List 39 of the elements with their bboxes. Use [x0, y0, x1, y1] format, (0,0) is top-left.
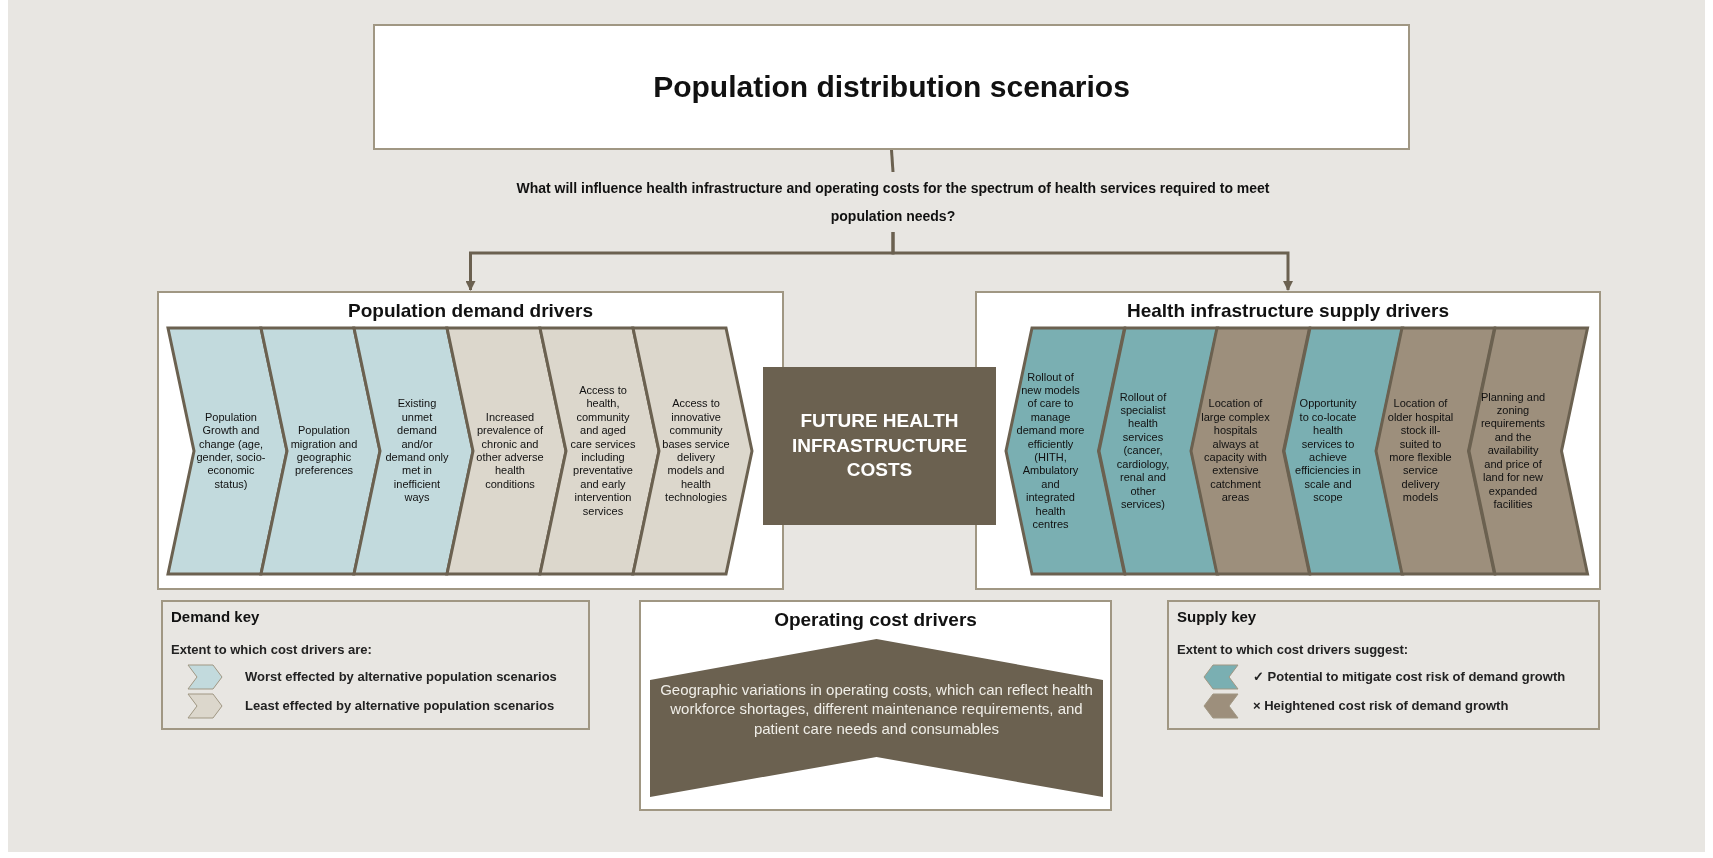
- driver-text: Access to health, community and aged care services including preventative and early intervention services: [569, 383, 637, 519]
- legend-text: Worst effected by alternative population scenarios: [245, 669, 557, 684]
- driver-step-shape: [168, 328, 287, 574]
- driver-text: Population migration and geographic preferences: [289, 424, 359, 478]
- driver-panel: [975, 291, 1601, 590]
- operating-cost-shape: [650, 639, 1103, 797]
- driver-text: Rollout of specialist health services (cancer, cardiology, renal and other services): [1115, 390, 1171, 512]
- driver-text: Location of large complex hospitals always at capacity with extensive catchment areas: [1201, 397, 1270, 505]
- driver-text: Population Growth and change (age, gender, socio-economic status): [196, 410, 266, 492]
- central-box: [763, 367, 996, 525]
- driver-text: Existing unmet demand and/or demand only met in inefficient ways: [384, 397, 450, 505]
- driver-text: Rollout of new models of care to manage demand more efficiently (HITH, Ambulatory and integrated health centres: [1016, 370, 1085, 532]
- question-text: What will influence health infrastructure and operating costs for the spectrum of health services required to meet population needs?: [515, 179, 1271, 226]
- connector-line: [890, 149, 895, 173]
- title-text: Population distribution scenarios: [653, 70, 1130, 104]
- legend-text: × Heightened cost risk of demand growth: [1253, 698, 1509, 713]
- driver-text: Planning and zoning requirements and the availability and price of land for new expanded facilities: [1479, 390, 1547, 512]
- driver-step-shape: [633, 328, 752, 574]
- driver-step-shape: [447, 328, 566, 574]
- driver-panel: [639, 600, 1112, 811]
- title-box: [373, 24, 1410, 150]
- panel-heading: Health infrastructure supply drivers: [1126, 300, 1449, 322]
- panel-heading: Population demand drivers: [348, 300, 593, 322]
- panel-heading: Operating cost drivers: [774, 609, 977, 631]
- key-subtitle: Extent to which cost drivers are:: [171, 642, 372, 657]
- legend-text: Least effected by alternative population scenarios: [245, 698, 555, 713]
- driver-text: Increased prevalence of chronic and other adverse health conditions: [475, 410, 545, 492]
- driver-panel: [157, 291, 784, 590]
- driver-step-shape: [1468, 328, 1587, 574]
- driver-text: Location of older hospital stock ill-suited to more flexible service delivery models: [1386, 397, 1455, 505]
- legend-text: ✓ Potential to mitigate cost risk of demand growth: [1253, 669, 1566, 684]
- driver-text: Opportunity to co-locate health services to achieve efficiencies in scale and scope: [1294, 397, 1362, 505]
- key-heading: Supply key: [1177, 608, 1257, 625]
- key-subtitle: Extent to which cost drivers suggest:: [1177, 642, 1409, 657]
- arrow: [891, 232, 1293, 291]
- driver-description: Geographic variations in operating costs, which can reflect health workforce shortages, different maintenance requirements, and patient care needs and consumables: [659, 679, 1094, 739]
- central-text: FUTURE HEALTH INFRASTRUCTURE COSTS: [790, 408, 969, 483]
- driver-text: Access to innovative community bases service delivery models and health technologies: [661, 397, 731, 505]
- key-heading: Demand key: [171, 608, 260, 625]
